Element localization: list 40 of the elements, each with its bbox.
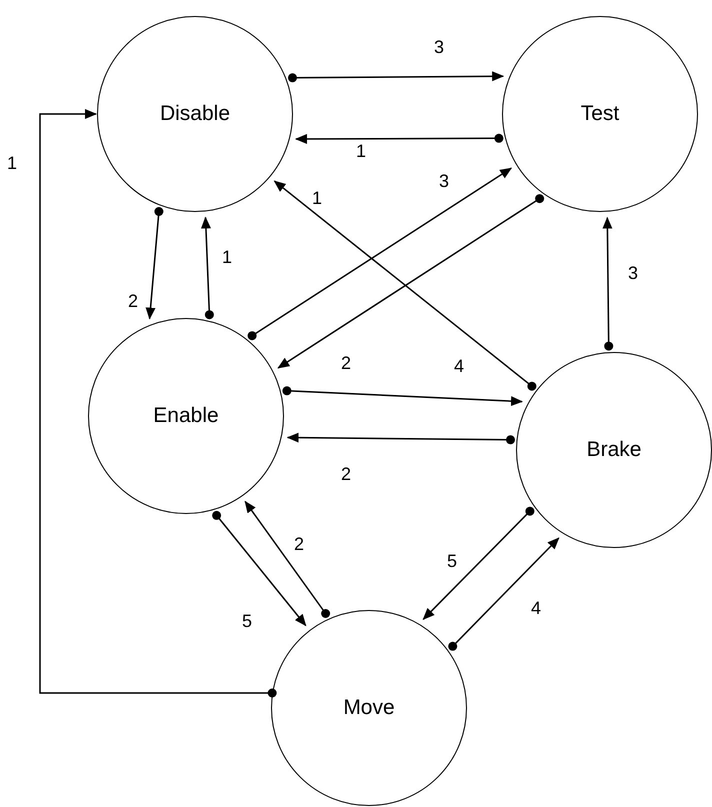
- edge-label: 5: [242, 612, 252, 630]
- edge-label: 3: [439, 172, 450, 190]
- edge-label: 4: [454, 357, 464, 375]
- edge-label: 1: [356, 142, 366, 160]
- state-circle: [516, 352, 712, 548]
- state-circle: [97, 16, 293, 212]
- arrow: [288, 71, 504, 82]
- edge-label: 2: [294, 535, 304, 553]
- edge-label: 1: [7, 154, 18, 172]
- arrow: [248, 168, 512, 340]
- arrow: [286, 432, 515, 444]
- edge-label: 2: [341, 354, 352, 372]
- edge-label: 2: [128, 292, 138, 310]
- edge-label: 5: [447, 552, 458, 570]
- state-circle: [88, 318, 284, 514]
- arrow: [295, 134, 504, 144]
- edge-label: 2: [341, 465, 352, 483]
- state-name: Brake: [586, 438, 642, 462]
- arrow: [274, 180, 536, 391]
- edge-label: 1: [222, 248, 232, 266]
- state-name: Disable: [160, 102, 230, 126]
- arrow: [277, 194, 544, 369]
- arrow: [39, 109, 277, 698]
- edge-label: 1: [312, 189, 322, 207]
- edge-label: 3: [628, 264, 638, 282]
- state-name: Test: [580, 102, 620, 126]
- state-name: Enable: [153, 404, 219, 428]
- arrow: [200, 216, 214, 320]
- arrow: [422, 506, 534, 620]
- arrow: [602, 216, 614, 351]
- state-circle: [271, 610, 467, 806]
- edge-label: 4: [531, 599, 542, 617]
- state-name: Move: [343, 696, 395, 720]
- arrow: [448, 537, 560, 651]
- state-circle: [502, 16, 698, 212]
- arrow: [282, 386, 523, 406]
- arrow: [146, 207, 164, 320]
- arrow: [212, 510, 306, 626]
- edge-label: 3: [434, 38, 444, 56]
- arrow: [244, 500, 330, 618]
